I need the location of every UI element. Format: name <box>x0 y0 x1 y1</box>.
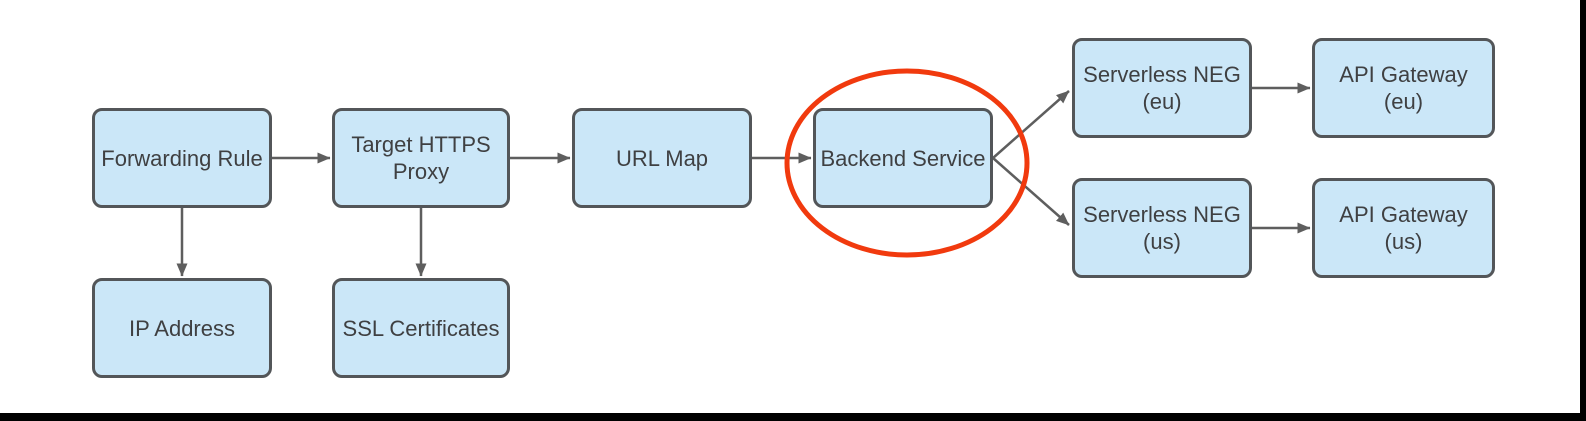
node-url-map: URL Map <box>572 108 752 208</box>
frame-right-line <box>1580 0 1586 421</box>
edge-backend-service-to-serverless-neg-us <box>992 157 1070 226</box>
node-backend-service: Backend Service <box>813 108 993 208</box>
node-api-gateway-eu: API Gateway (eu) <box>1312 38 1495 138</box>
node-api-gateway-us: API Gateway (us) <box>1312 178 1495 278</box>
node-ssl-certificates: SSL Certificates <box>332 278 510 378</box>
frame-bottom-line <box>0 413 1586 421</box>
node-target-https-proxy: Target HTTPS Proxy <box>332 108 510 208</box>
node-forwarding-rule: Forwarding Rule <box>92 108 272 208</box>
highlight-ellipse <box>784 68 1030 258</box>
node-serverless-neg-eu: Serverless NEG (eu) <box>1072 38 1252 138</box>
node-serverless-neg-us: Serverless NEG (us) <box>1072 178 1252 278</box>
node-ip-address: IP Address <box>92 278 272 378</box>
edge-backend-service-to-serverless-neg-eu <box>992 90 1070 159</box>
